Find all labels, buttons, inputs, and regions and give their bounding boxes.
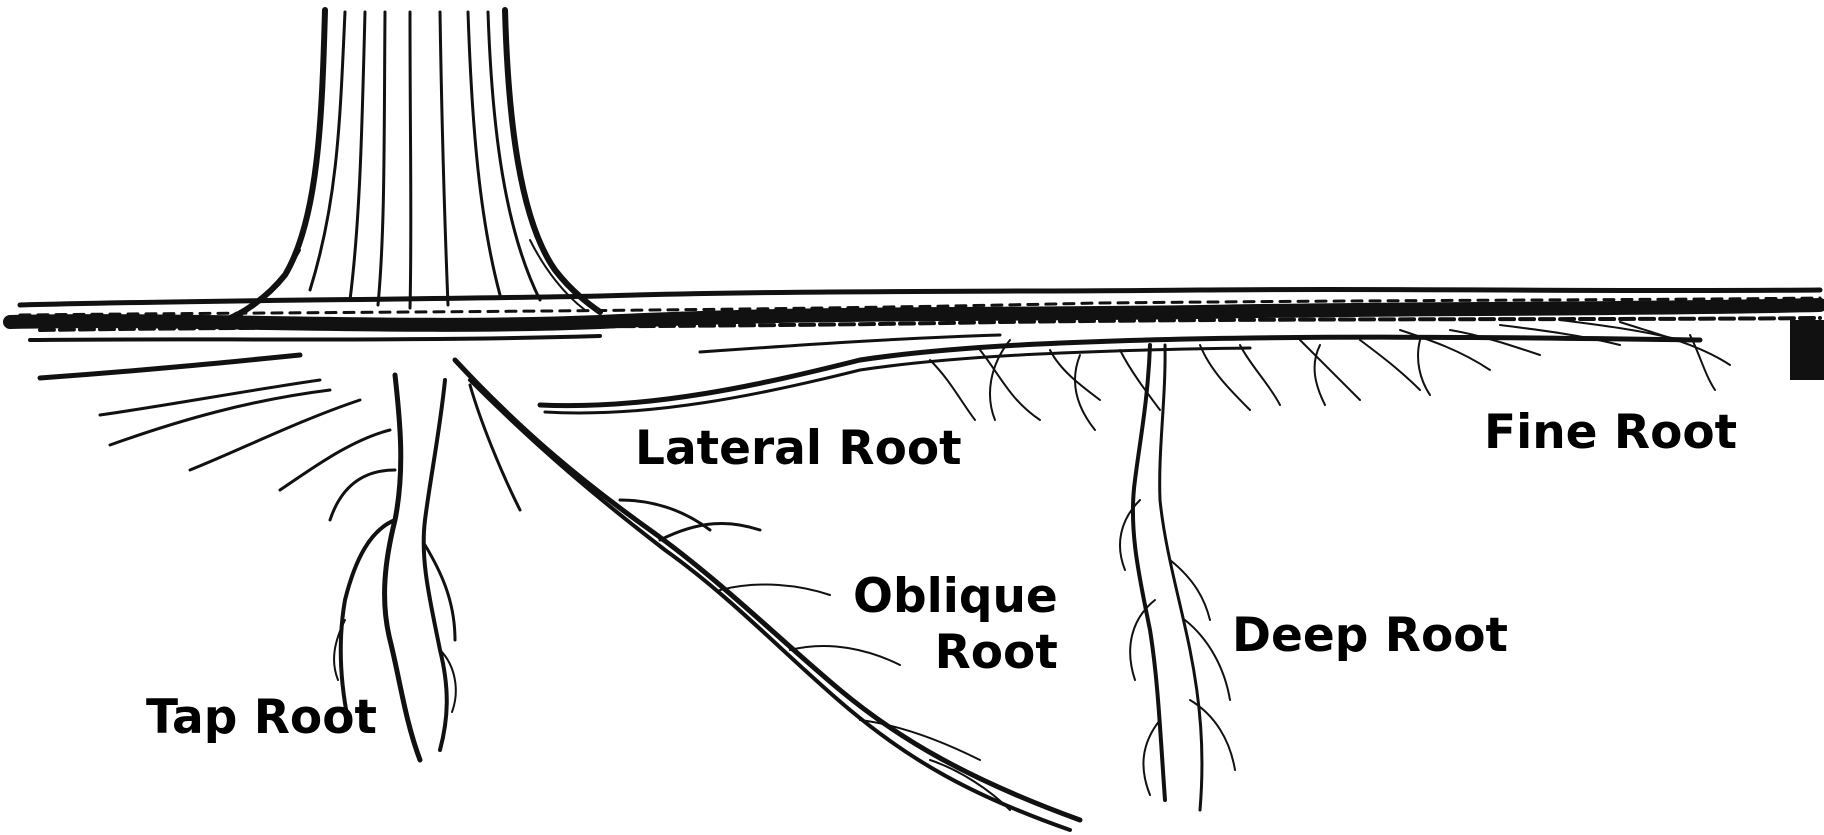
fine-root-label: Fine Root [1484, 405, 1737, 461]
tap-root-label: Tap Root [146, 690, 377, 746]
oblique-root-label-line2: Root [853, 625, 1058, 681]
oblique-root-label: Oblique Root [853, 569, 1058, 682]
oblique-root-label-line1: Oblique [853, 569, 1058, 625]
lateral-root [40, 335, 1700, 413]
deep-root [1120, 345, 1235, 810]
deep-root-label: Deep Root [1232, 608, 1508, 664]
soil-surface [10, 289, 1824, 380]
tree-trunk [225, 10, 600, 320]
lateral-root-label: Lateral Root [635, 421, 962, 477]
